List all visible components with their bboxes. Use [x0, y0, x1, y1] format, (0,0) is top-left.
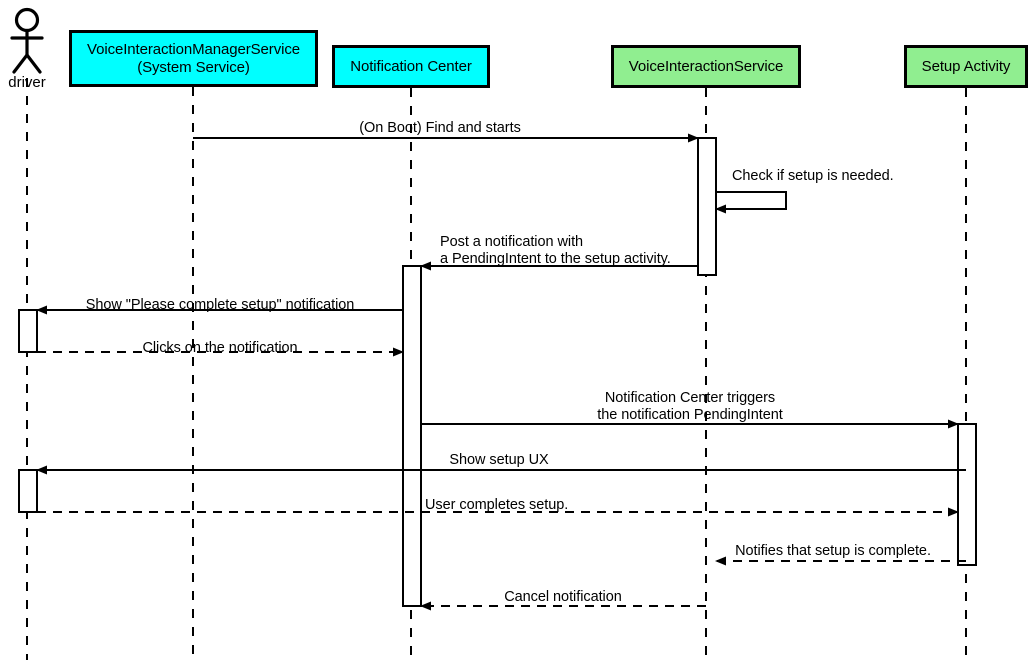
message-label-line: Notification Center triggers	[604, 390, 776, 406]
activation-bar-driver	[18, 309, 38, 353]
actor-stick-figure	[10, 7, 44, 74]
actor-label-driver: driver	[8, 74, 46, 91]
message-label-line: Post a notification with	[440, 234, 584, 250]
activation-bar-driver	[18, 469, 38, 513]
message-label-msg-8: User completes setup.	[425, 497, 568, 514]
actor-figure-group	[10, 7, 44, 74]
message-label-line: the notification PendingIntent	[597, 407, 783, 424]
participant-box-setupactivity[interactable]: Setup Activity	[904, 45, 1028, 88]
message-label-line: (On Boot) Find and starts	[359, 120, 521, 136]
activation-bar-setupactivity	[957, 423, 977, 566]
lifelines-group	[26, 78, 967, 660]
message-label-line: Show "Please complete setup" notificatio…	[85, 297, 355, 313]
activation-bars-group	[18, 137, 977, 607]
participant-box-notifcenter[interactable]: Notification Center	[332, 45, 490, 88]
participant-label-setupactivity: Setup Activity	[921, 57, 1011, 75]
message-label-line: Cancel notification	[504, 589, 622, 605]
activation-bar-notifcenter	[402, 265, 422, 607]
participant-sublabel-vims: (System Service)	[137, 58, 250, 76]
message-label-msg-7: Show setup UX	[449, 452, 548, 469]
message-label-line: Clicks on the notification	[142, 340, 298, 356]
message-label-line: a PendingIntent to the setup activity.	[440, 251, 671, 268]
message-arrows-group	[36, 133, 966, 611]
message-label-msg-4: Show "Please complete setup" notificatio…	[86, 297, 355, 314]
participant-label-vis: VoiceInteractionService	[628, 57, 784, 75]
participant-box-vis[interactable]: VoiceInteractionService	[611, 45, 801, 88]
message-label-msg-2: Check if setup is needed.	[732, 168, 894, 185]
message-label-msg-1: (On Boot) Find and starts	[359, 120, 521, 137]
participant-box-vims[interactable]: VoiceInteractionManagerService(System Se…	[69, 30, 318, 87]
participant-label-notifcenter: Notification Center	[350, 57, 472, 75]
message-label-line: Check if setup is needed.	[732, 168, 894, 184]
message-label-line: Show setup UX	[449, 452, 549, 468]
activation-bar-vis	[697, 137, 717, 276]
message-label-msg-5: Clicks on the notification	[142, 340, 297, 357]
message-label-line: User completes setup.	[425, 497, 569, 513]
message-label-msg-10: Cancel notification	[504, 589, 622, 606]
participant-label-vims: VoiceInteractionManagerService	[87, 40, 300, 58]
message-label-line: Notifies that setup is complete.	[735, 543, 931, 559]
message-label-msg-9: Notifies that setup is complete.	[735, 543, 931, 560]
message-arrow-msg-2	[715, 191, 787, 214]
